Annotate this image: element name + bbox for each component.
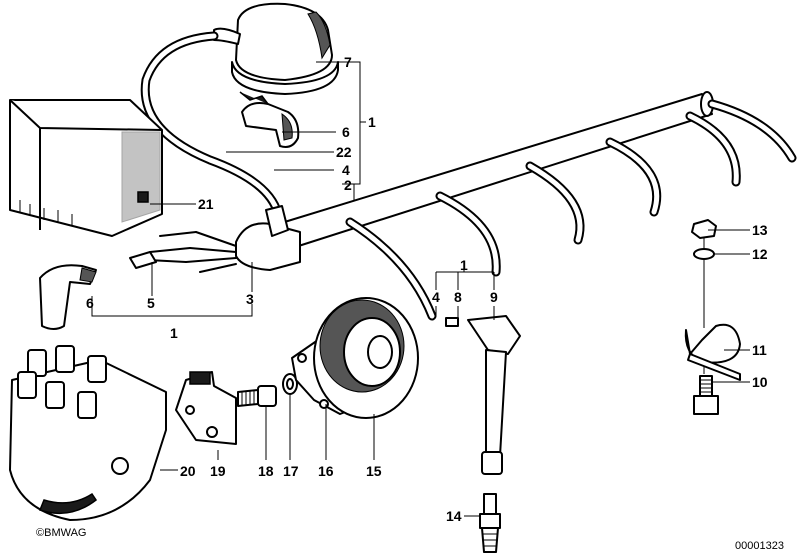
callout-1-left: 1	[170, 325, 178, 341]
callout-13: 13	[752, 222, 768, 238]
callout-18: 18	[258, 463, 274, 479]
control-unit	[9, 99, 163, 237]
copyright-text: ©BMWAG	[36, 527, 87, 539]
callout-12: 12	[752, 246, 768, 262]
callout-3: 3	[246, 291, 254, 307]
harness-connector	[129, 205, 301, 273]
callout-4-top: 4	[342, 162, 350, 178]
callout-1-mid: 1	[460, 257, 468, 273]
ignition-coil-cap	[213, 2, 339, 105]
callout-1-top: 1	[368, 114, 376, 130]
callout-16: 16	[318, 463, 334, 479]
callout-9: 9	[490, 289, 498, 305]
callout-6-left: 6	[86, 295, 94, 311]
callout-19: 19	[210, 463, 226, 479]
clamp	[684, 323, 741, 381]
callout-15: 15	[366, 463, 382, 479]
screw	[237, 385, 277, 407]
callout-5: 5	[147, 295, 155, 311]
spark-plug-lead	[445, 315, 521, 475]
stud	[693, 375, 719, 415]
callout-20: 20	[180, 463, 196, 479]
callout-14: 14	[446, 508, 462, 524]
plug-connector-top	[241, 102, 300, 148]
nut	[691, 219, 717, 239]
spark-plug	[479, 493, 501, 553]
wiring-harness	[277, 91, 797, 321]
callout-4-mid: 4	[432, 289, 440, 305]
callout-17: 17	[283, 463, 299, 479]
washer-small	[693, 248, 715, 260]
callout-6-top: 6	[342, 124, 350, 140]
callout-8: 8	[454, 289, 462, 305]
callout-11: 11	[752, 342, 767, 358]
plug-connector-left	[39, 264, 97, 330]
pulley-disc	[313, 297, 419, 419]
rotor	[175, 371, 237, 445]
leader-lines	[91, 61, 750, 517]
callout-7: 7	[344, 54, 352, 70]
callout-22: 22	[336, 144, 352, 160]
callout-21: 21	[198, 196, 214, 212]
callout-labels: 7 1 6 22 4 2 21 3 5 6 1 1 4 8 9 13 12 11…	[86, 54, 768, 524]
callout-10: 10	[752, 374, 768, 390]
distributor-cap	[9, 345, 167, 521]
callout-2: 2	[344, 177, 352, 193]
diagram-number: 00001323	[735, 540, 784, 552]
